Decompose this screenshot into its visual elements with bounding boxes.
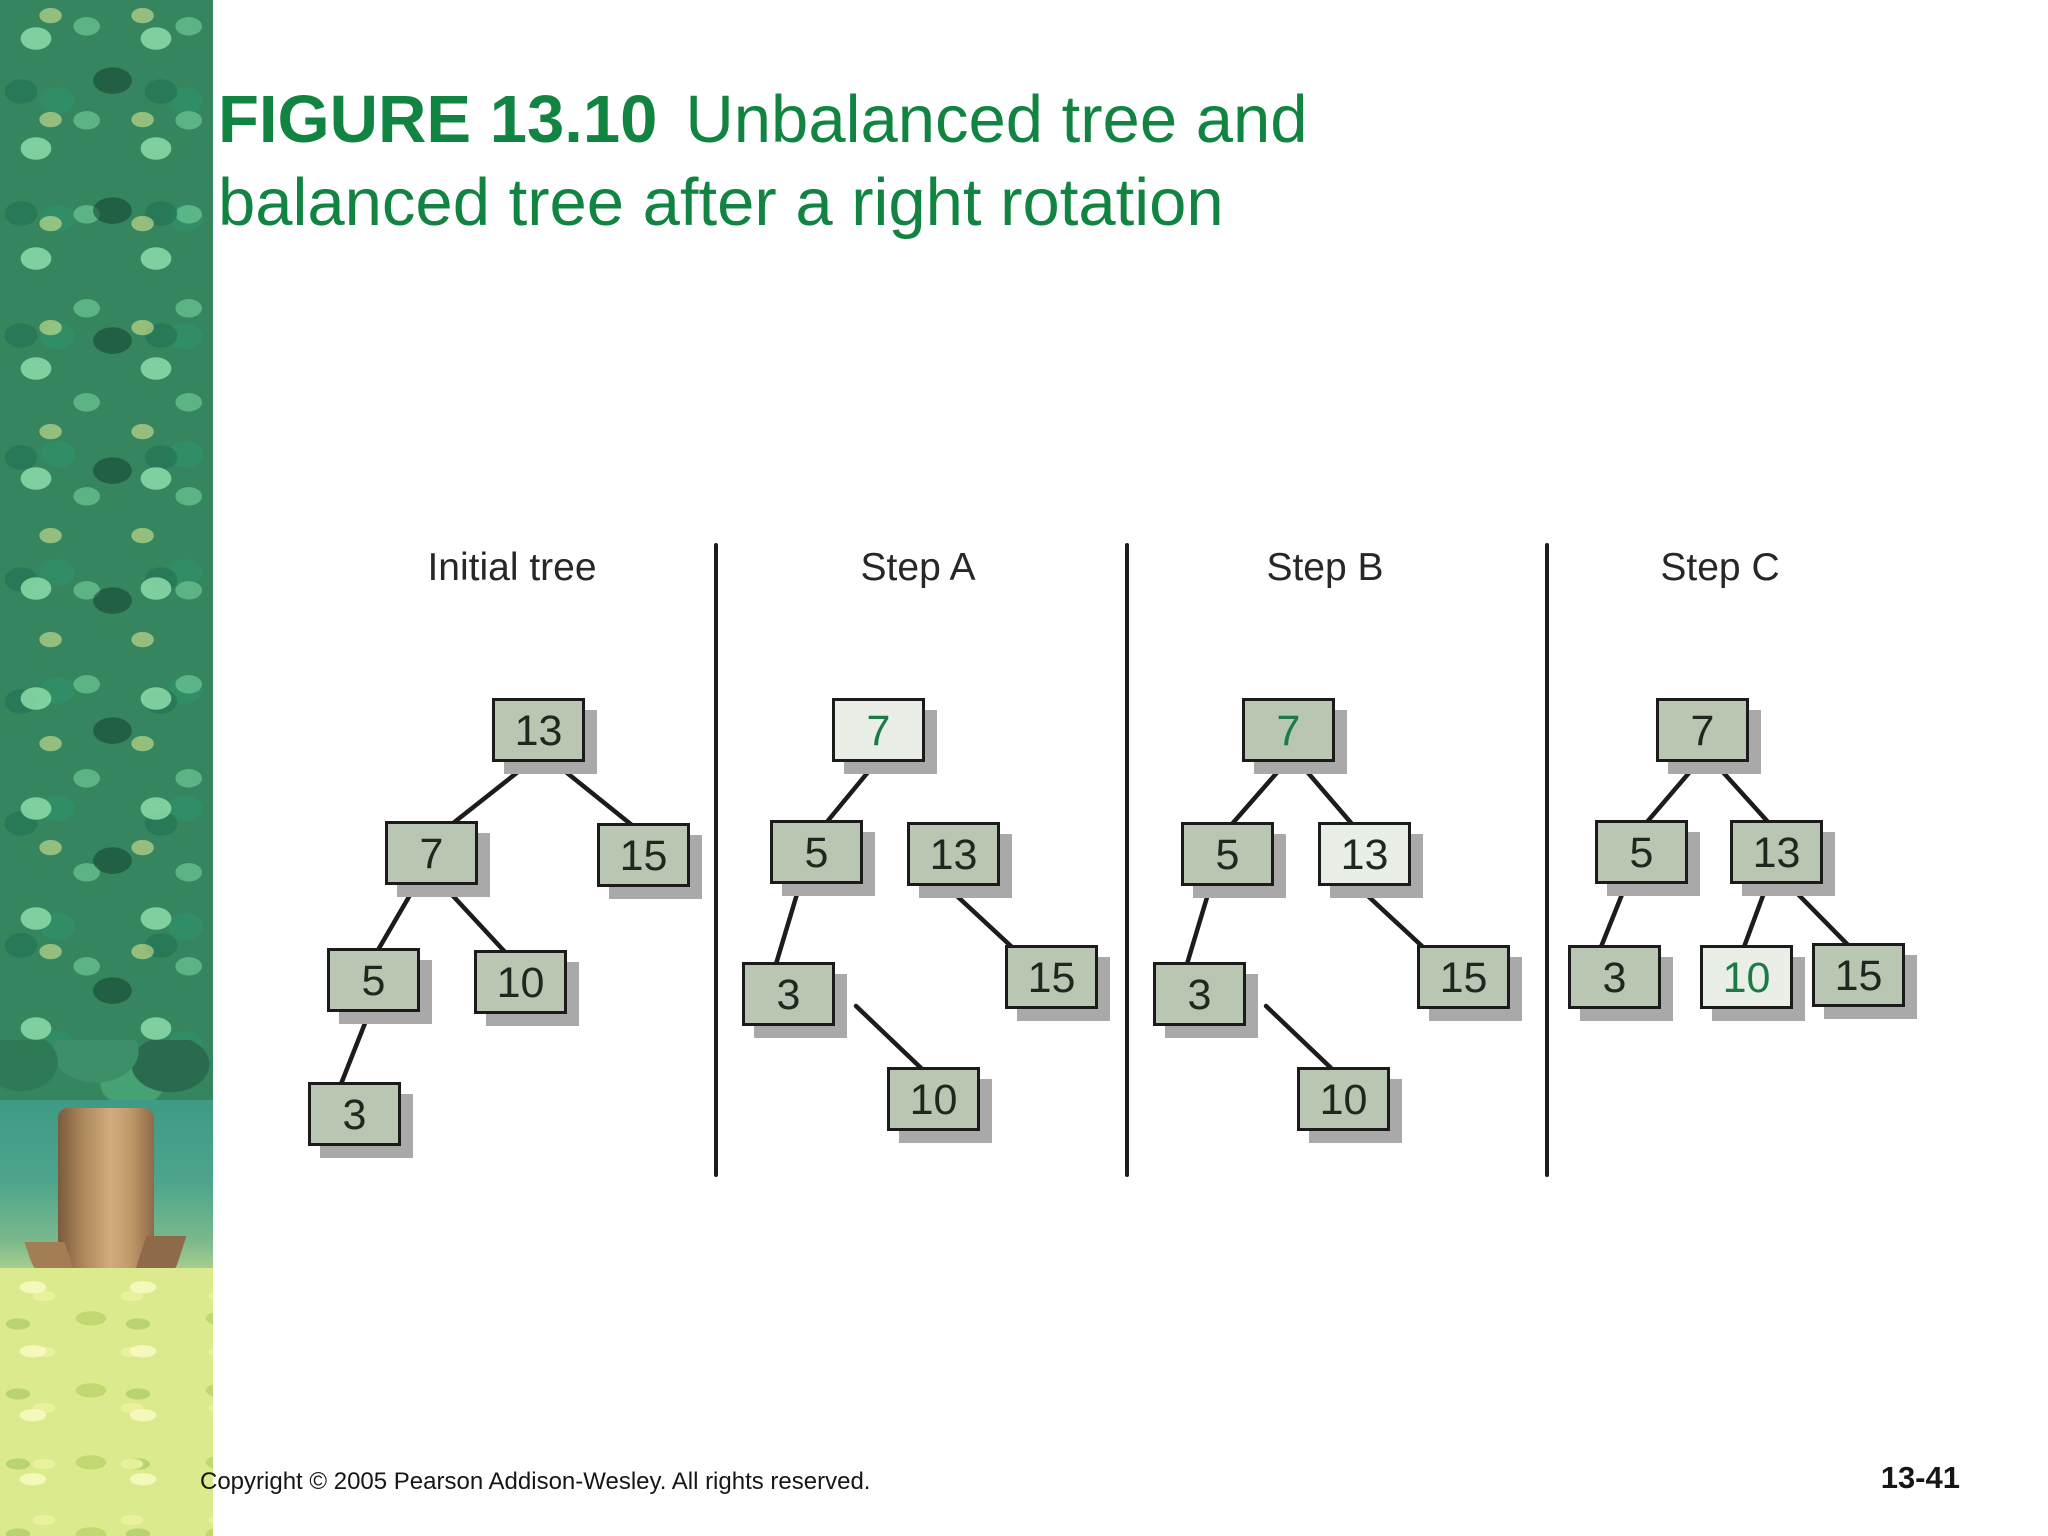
tree-node-5: 5 — [1181, 822, 1274, 886]
panel-label-step-b: Step B — [1266, 546, 1384, 589]
tree-node-15: 15 — [1812, 943, 1905, 1007]
tree-node-13: 13 — [492, 698, 585, 762]
tree-node-10: 10 — [474, 950, 567, 1014]
tree-node-5: 5 — [327, 948, 420, 1012]
tree-node-10: 10 — [1700, 945, 1793, 1009]
tree-node-13: 13 — [907, 822, 1000, 886]
tree-node-7: 7 — [1242, 698, 1335, 762]
tree-edge — [449, 757, 536, 827]
tree-trunk-art — [58, 1108, 154, 1288]
tree-edge — [1352, 881, 1427, 951]
tree-node-3: 3 — [1568, 945, 1661, 1009]
decorative-tree-art — [0, 0, 213, 1536]
tree-edge — [1783, 879, 1851, 948]
tree-edge — [548, 757, 636, 829]
tree-node-3: 3 — [308, 1082, 401, 1146]
tree-node-5: 5 — [770, 820, 863, 884]
grass-art — [0, 1268, 213, 1536]
slide-page-number: 13-41 — [1880, 1460, 1960, 1495]
tree-edge — [941, 881, 1016, 951]
figure-caption: Unbalanced tree and balanced tree after … — [218, 82, 1308, 240]
tree-node-5: 5 — [1595, 820, 1688, 884]
tree-node-7: 7 — [385, 821, 478, 885]
tree-edge — [1709, 757, 1771, 825]
panel-label-step-c: Step C — [1660, 546, 1780, 589]
tree-edge — [1263, 1003, 1334, 1071]
panel-label-initial-tree: Initial tree — [427, 546, 597, 589]
tree-edge — [823, 757, 881, 826]
tree-edge — [773, 881, 803, 967]
tree-edge — [1741, 879, 1771, 950]
tree-node-15: 15 — [1417, 945, 1510, 1009]
panel-label-step-a: Step A — [860, 546, 976, 589]
tree-node-3: 3 — [1153, 962, 1246, 1026]
tree-edge — [1294, 757, 1355, 827]
tree-node-13: 13 — [1318, 822, 1411, 886]
tree-node-3: 3 — [742, 962, 835, 1026]
tree-foliage-art — [0, 0, 213, 1105]
tree-node-15: 15 — [597, 823, 690, 887]
tree-node-13: 13 — [1730, 820, 1823, 884]
tree-edge — [1598, 879, 1630, 950]
tree-edge — [1229, 757, 1291, 827]
tree-node-7: 7 — [832, 698, 925, 762]
tree-edge — [338, 1005, 374, 1087]
tree-node-10: 10 — [887, 1067, 980, 1131]
tree-edge — [1644, 757, 1703, 825]
tree-node-7: 7 — [1656, 698, 1749, 762]
figure-number: FIGURE 13.10 — [218, 82, 658, 157]
tree-edge — [1184, 881, 1214, 967]
tree-node-15: 15 — [1005, 945, 1098, 1009]
tree-edge — [438, 880, 508, 955]
tree-edge — [375, 880, 420, 953]
tree-node-10: 10 — [1297, 1067, 1390, 1131]
tree-edge — [853, 1003, 924, 1071]
copyright-notice: Copyright © 2005 Pearson Addison-Wesley.… — [200, 1468, 871, 1495]
